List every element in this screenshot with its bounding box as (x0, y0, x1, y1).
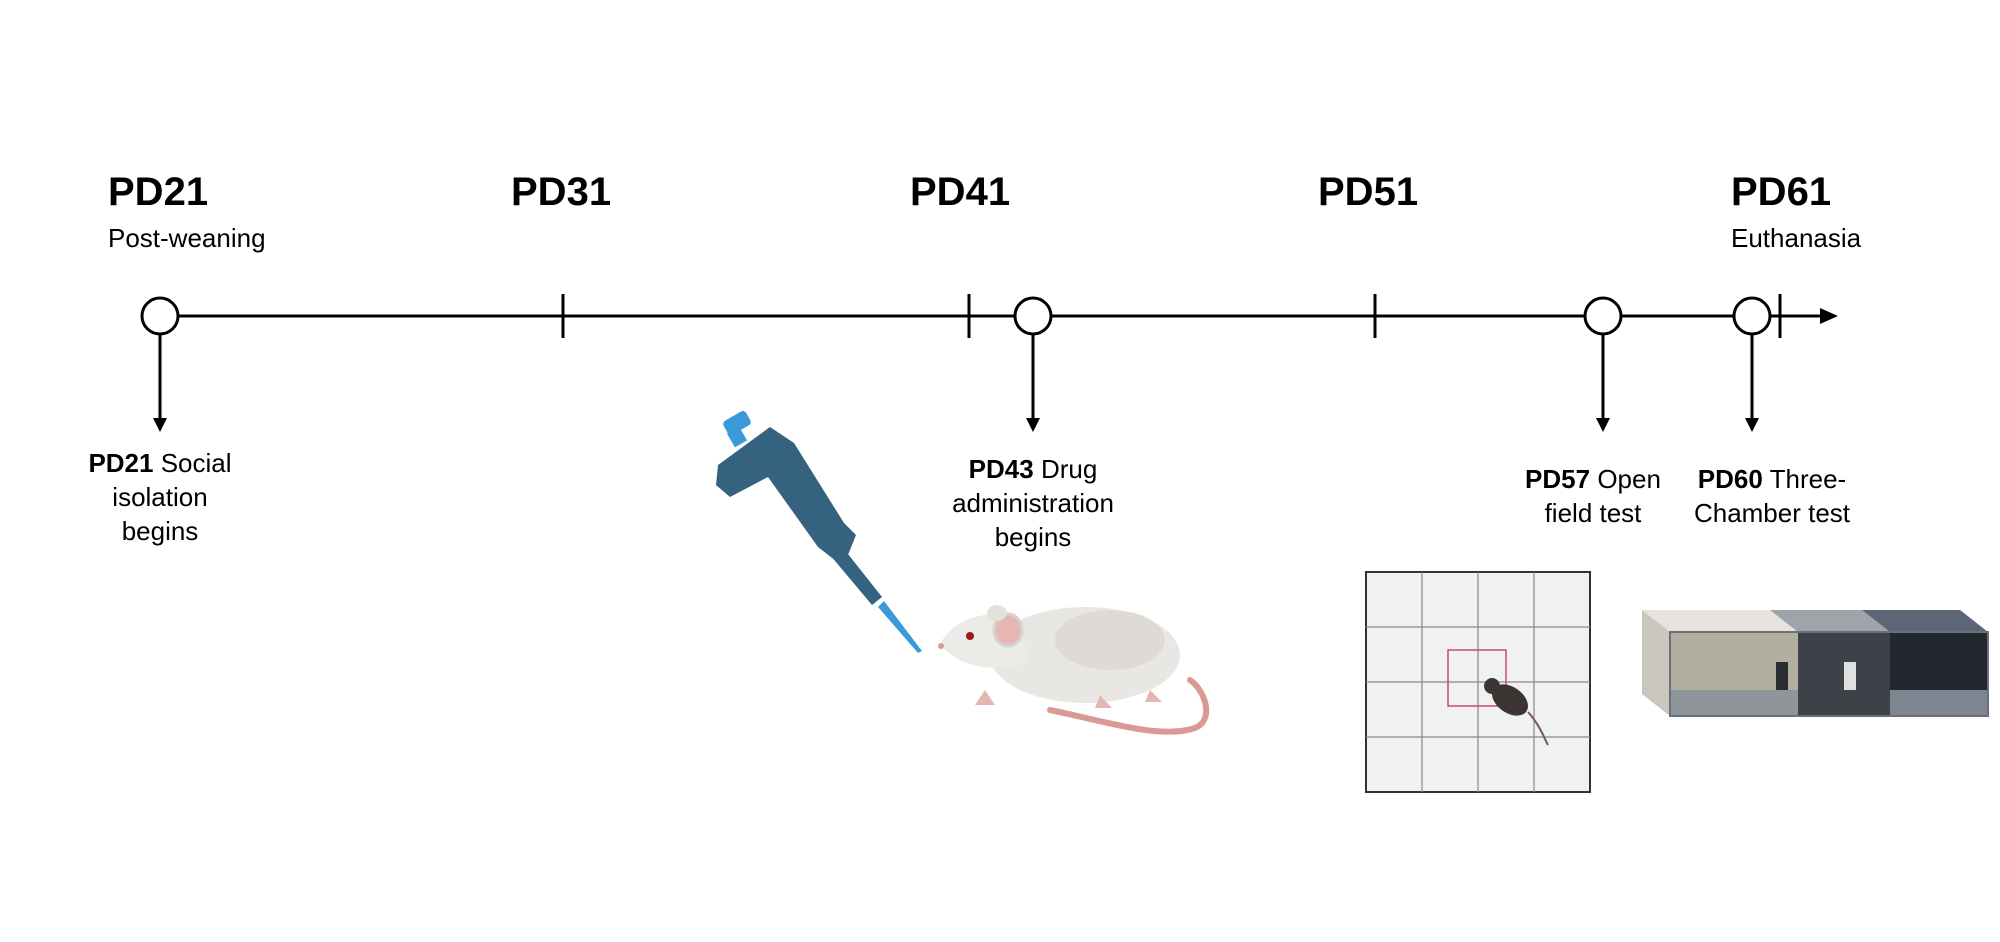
event-day: PD21 (88, 448, 154, 478)
event-desc-line: Chamber test (1693, 498, 1851, 528)
open-field-arena-icon (1365, 571, 1591, 793)
pipette-icon (716, 411, 922, 653)
mark-label-pd21: PD21 (108, 170, 209, 214)
event-text-pd57: PD57 Open field test (1503, 462, 1683, 530)
event-marker-pd60 (1732, 296, 1772, 432)
event-day: PD60 (1697, 464, 1763, 494)
event-desc-line: field test (1544, 498, 1642, 528)
event-day: PD43 (968, 454, 1034, 484)
timeline-arrowhead (1820, 308, 1838, 324)
event-text-pd21: PD21 Social isolation begins (60, 446, 260, 548)
event-desc-line: Drug (1040, 454, 1098, 484)
event-desc-line: isolation (112, 482, 208, 512)
event-marker-pd21 (140, 296, 180, 432)
mark-label-pd31: PD31 (511, 170, 612, 214)
white-mouse-icon (938, 605, 1210, 735)
event-text-pd43: PD43 Drug administration begins (918, 452, 1148, 554)
mark-label-pd51: PD51 (1318, 170, 1419, 214)
event-desc-line: begins (994, 522, 1072, 552)
mark-label-pd41: PD41 (910, 170, 1011, 214)
event-desc-line: Social (160, 448, 232, 478)
event-marker-pd43 (1013, 296, 1053, 432)
event-desc-line: administration (952, 488, 1114, 518)
mark-sub-pd61: Euthanasia (1731, 223, 1862, 253)
event-day: PD57 (1525, 464, 1591, 494)
mark-label-pd61: PD61 (1731, 170, 1832, 214)
three-chamber-apparatus-icon (1642, 610, 1989, 717)
event-desc-line: Open (1597, 464, 1661, 494)
event-text-pd60: PD60 Three- Chamber test (1676, 462, 1868, 530)
event-desc-line: begins (121, 516, 199, 546)
event-desc-line: Three- (1769, 464, 1847, 494)
event-marker-pd57 (1583, 296, 1623, 432)
mark-sub-pd21: Post-weaning (108, 223, 266, 253)
